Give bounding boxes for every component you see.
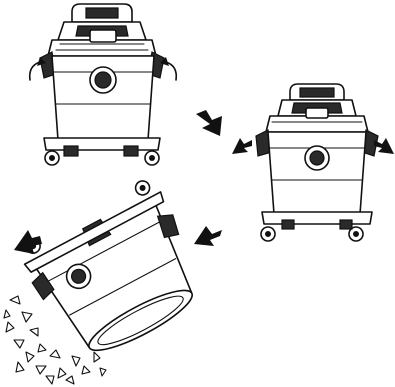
- vacuum-step-3: [23, 180, 193, 352]
- vacuum-step-2: [232, 83, 394, 242]
- casters-1: [44, 145, 160, 166]
- power-head-2: [265, 83, 369, 133]
- power-head-1: [47, 3, 157, 57]
- empty-arrow: [14, 230, 42, 254]
- release-arrow-right: [374, 138, 394, 154]
- step-arrow-1-to-2: [196, 110, 222, 136]
- drum-body-2: [267, 131, 367, 215]
- casters-2: [260, 219, 364, 242]
- base-2: [261, 211, 373, 225]
- release-arrow-left: [232, 138, 252, 154]
- step-arrow-2-to-3: [194, 226, 222, 246]
- vacuum-step-1: [28, 3, 178, 166]
- debris: [3, 295, 107, 385]
- base-1: [43, 137, 161, 151]
